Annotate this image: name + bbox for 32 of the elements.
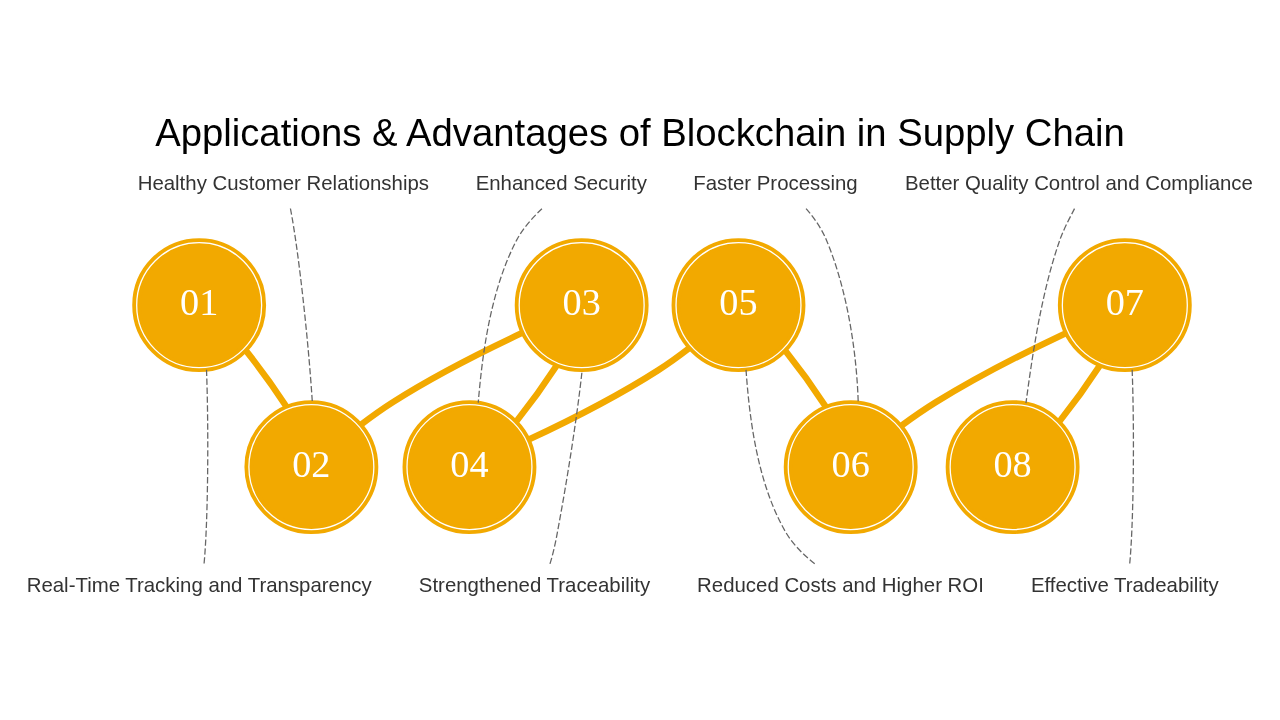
- node-text: Strengthened Traceability: [418, 573, 651, 596]
- node-circle: 02: [244, 400, 379, 535]
- node-text: Better Quality Control and Compliance: [904, 172, 1253, 195]
- node-text: Enhanced Security: [475, 172, 647, 195]
- connector: [289, 207, 313, 403]
- connector: [1129, 369, 1135, 565]
- node-circle: 01: [132, 238, 267, 373]
- connector: [1056, 363, 1103, 424]
- node-text: Effective Tradeability: [1030, 573, 1219, 596]
- connector: [745, 369, 816, 565]
- connector: [549, 369, 583, 565]
- connector: [899, 330, 1068, 429]
- connector: [359, 329, 525, 427]
- connector: [203, 369, 209, 565]
- connector: [527, 345, 692, 443]
- connector: [243, 348, 290, 409]
- node-circle: 05: [671, 238, 806, 373]
- connector: [782, 348, 829, 409]
- connector: [1025, 208, 1076, 404]
- node-text: Real-Time Tracking and Transparency: [26, 573, 372, 596]
- connector: [805, 207, 859, 403]
- node-circle: 03: [514, 238, 649, 373]
- node-text: Faster Processing: [693, 172, 858, 195]
- node-text: Healthy Customer Relationships: [137, 172, 429, 195]
- node-circle: 06: [783, 400, 918, 535]
- diagram-title: Applications & Advantages of Blockchain in Supply Chain: [155, 110, 1125, 154]
- node-circle: 08: [945, 400, 1080, 535]
- node-text: Reduced Costs and Higher ROI: [697, 573, 984, 596]
- node-circle: 04: [402, 400, 537, 535]
- connector: [513, 363, 560, 424]
- node-circle: 07: [1057, 238, 1192, 373]
- connector: [477, 208, 543, 404]
